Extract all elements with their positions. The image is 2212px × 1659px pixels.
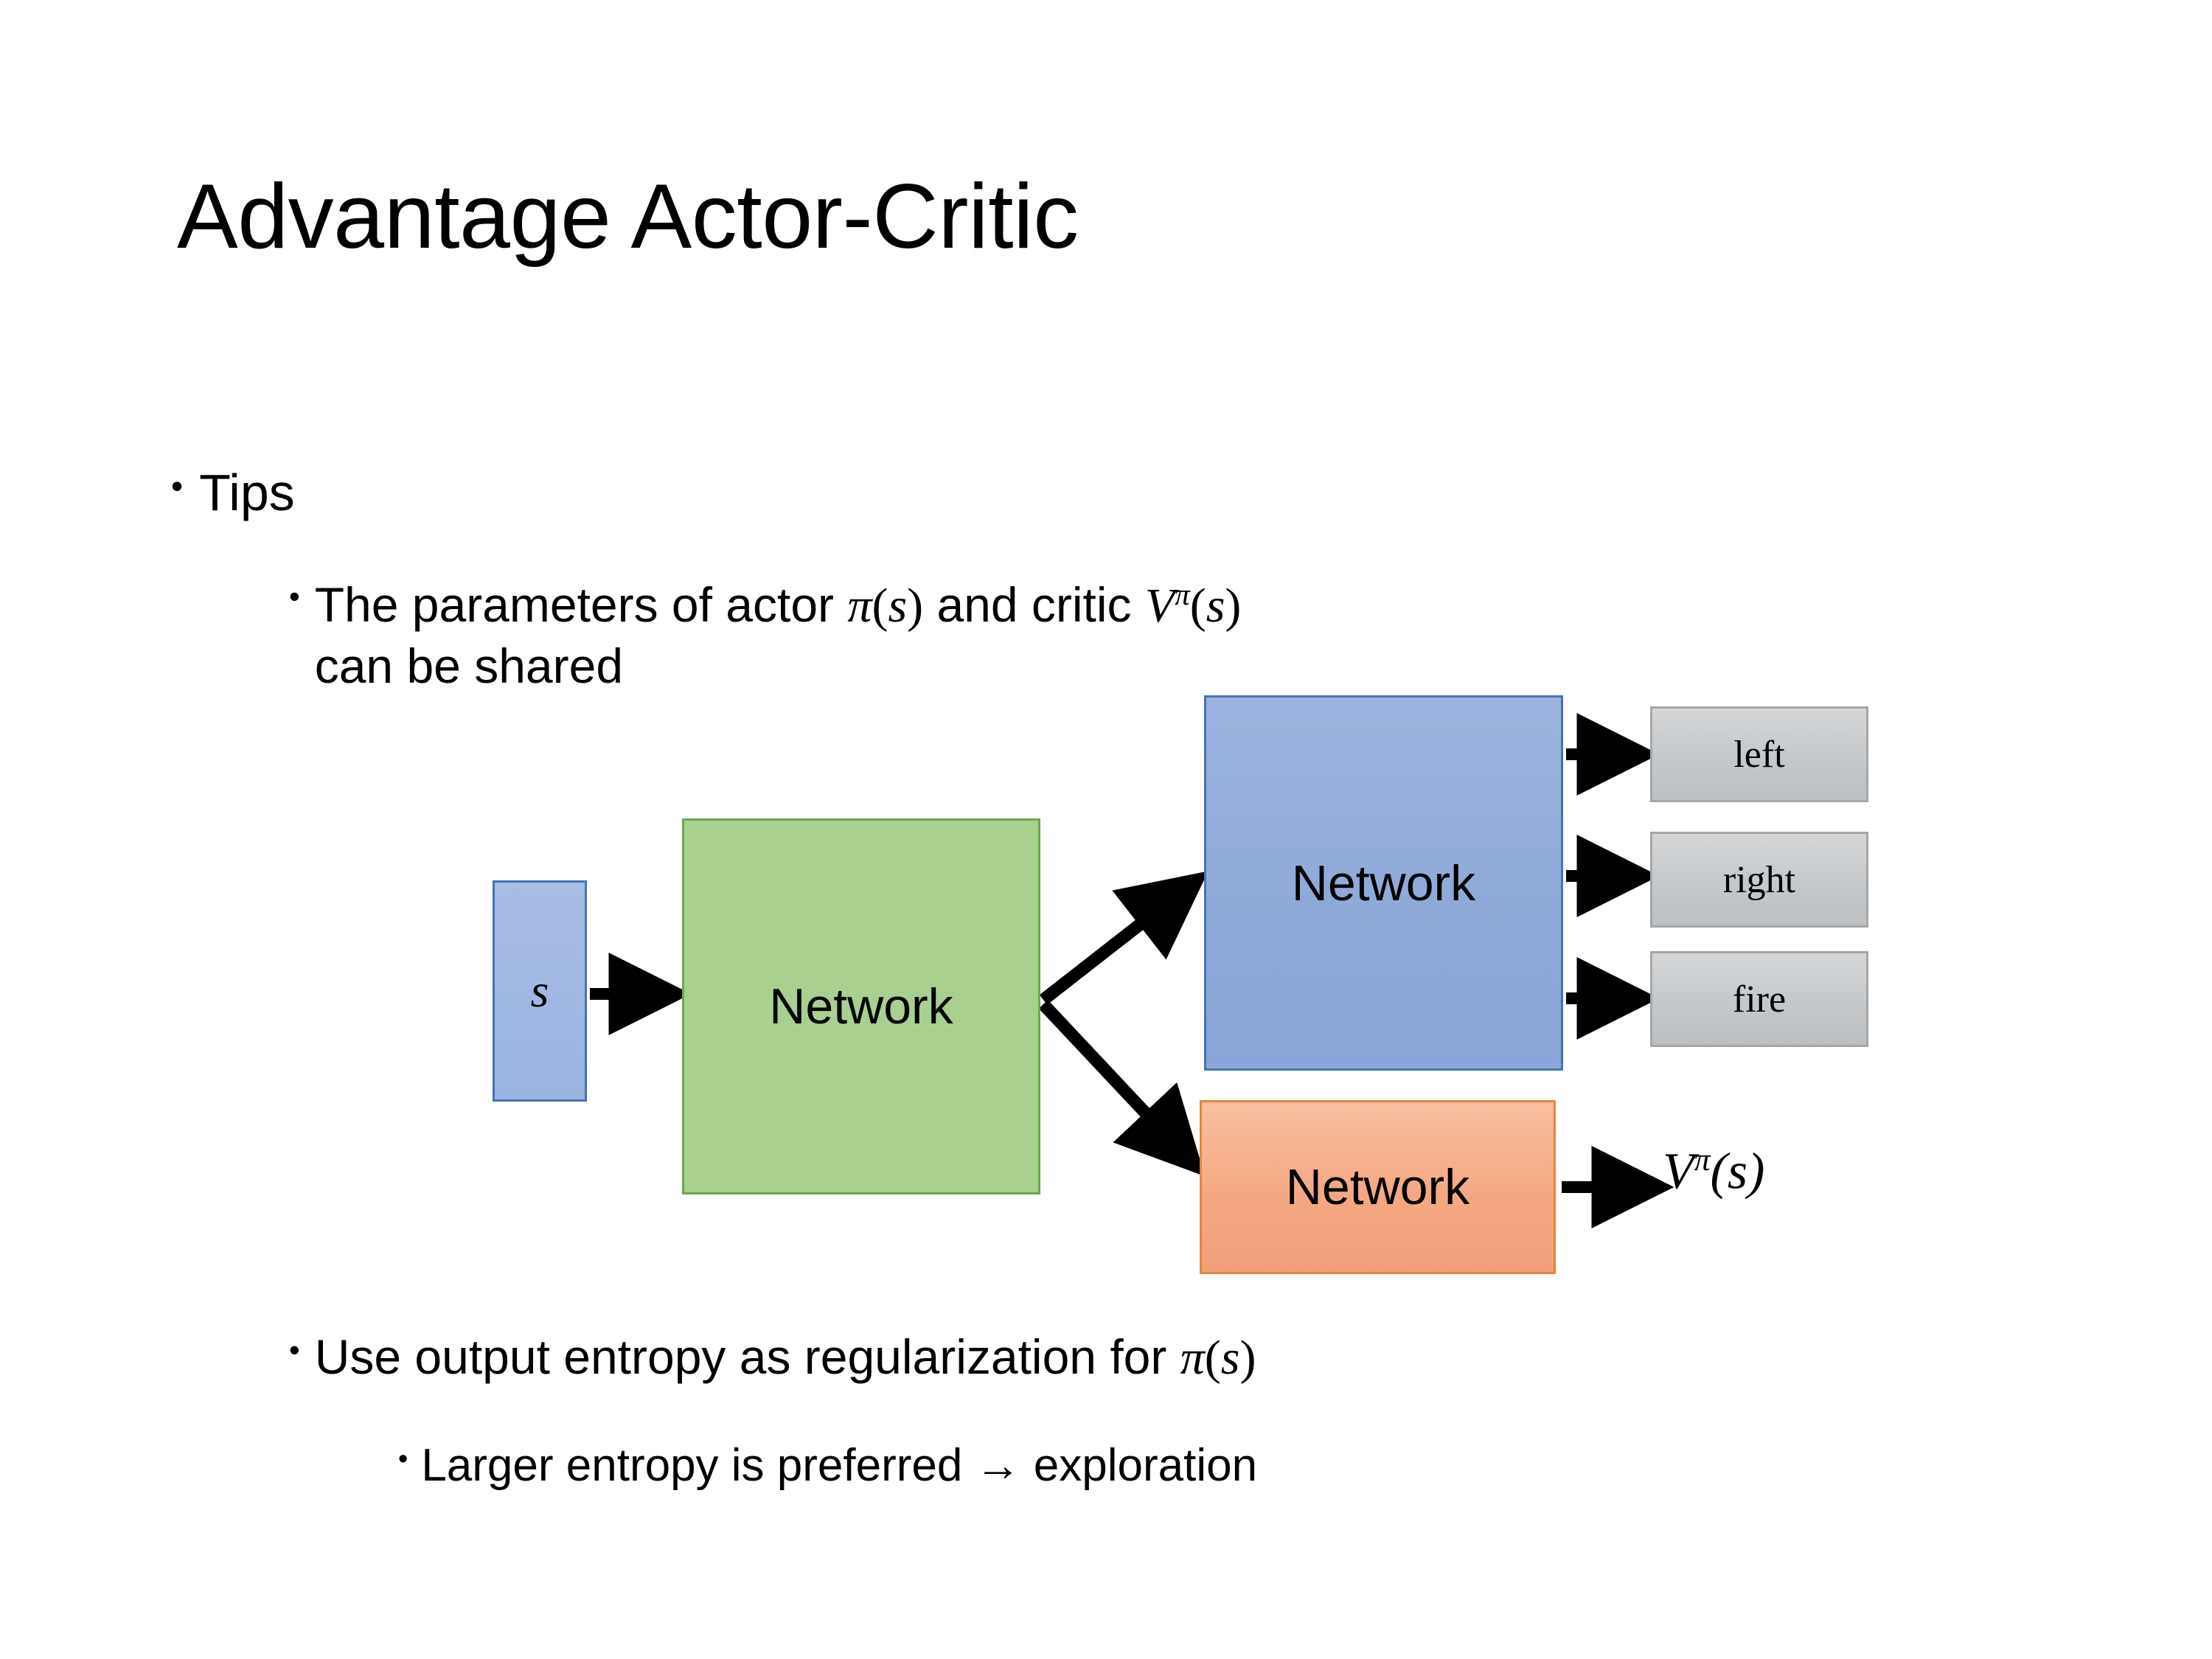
bullet-larger-entropy-label: Larger entropy is preferred → exploratio… <box>421 1440 1258 1491</box>
actor-network-label: Network <box>1291 855 1476 911</box>
math-pi-of-s: π(s) <box>1180 1331 1256 1385</box>
bullet-entropy-label: Use output entropy as regularization for… <box>315 1329 1256 1386</box>
bullet-larger-entropy: • Larger entropy is preferred → explorat… <box>398 1439 1257 1492</box>
v-symbol: V <box>1144 579 1175 633</box>
params-text-middle: and critic <box>923 577 1145 632</box>
bullet-shared-parameters: • The parameters of actor π(s) and criti… <box>289 575 2073 695</box>
arrow-shared-to-actor <box>1039 871 1208 1005</box>
entropy-text-before: Use output entropy as regularization for <box>314 1329 1180 1384</box>
critic-network-box: Network <box>1200 1100 1556 1274</box>
page-title: Advantage Actor-Critic <box>177 166 1079 268</box>
bullet-marker-icon: • <box>171 467 184 505</box>
bullet-marker-icon: • <box>289 579 300 613</box>
arrow-shared-to-critic <box>1038 1000 1206 1177</box>
action-box-fire: fire <box>1650 951 1868 1047</box>
v-symbol: V <box>1663 1143 1694 1200</box>
bullet-marker-icon: • <box>398 1444 408 1475</box>
input-state-label: s <box>530 964 549 1017</box>
action-label-fire: fire <box>1732 978 1787 1020</box>
s-symbol: s <box>1220 1331 1240 1385</box>
action-label-right: right <box>1722 858 1796 901</box>
actor-network-box: Network <box>1204 695 1563 1071</box>
params-text-before: The parameters of actor <box>314 577 848 632</box>
pi-superscript: π <box>1694 1142 1711 1178</box>
action-label-left: left <box>1733 733 1785 776</box>
bullet-tips: • Tips <box>171 463 295 522</box>
bullet-marker-icon: • <box>289 1332 300 1367</box>
pi-symbol: π <box>847 579 872 633</box>
params-text-line2: can be shared <box>314 638 624 693</box>
input-state-box: s <box>493 880 587 1102</box>
pi-superscript: π <box>1175 578 1190 611</box>
shared-network-box: Network <box>682 818 1040 1194</box>
bullet-shared-parameters-label: The parameters of actor π(s) and critic … <box>315 575 1242 695</box>
s-symbol: s <box>888 579 908 633</box>
math-pi-of-s: π(s) <box>847 579 924 633</box>
action-box-right: right <box>1650 832 1868 928</box>
bullet-tips-label: Tips <box>199 464 295 521</box>
pi-symbol: π <box>1180 1331 1205 1385</box>
math-v-pi-of-s: Vπ(s) <box>1144 578 1242 633</box>
s-symbol: s <box>1206 579 1225 633</box>
action-box-left: left <box>1650 706 1868 802</box>
critic-output-value: Vπ(s) <box>1663 1141 1764 1201</box>
critic-output-arg: (s) <box>1710 1143 1765 1200</box>
critic-network-label: Network <box>1285 1159 1470 1215</box>
bullet-entropy-regularization: • Use output entropy as regularization f… <box>289 1329 1256 1386</box>
shared-network-label: Network <box>769 978 953 1034</box>
